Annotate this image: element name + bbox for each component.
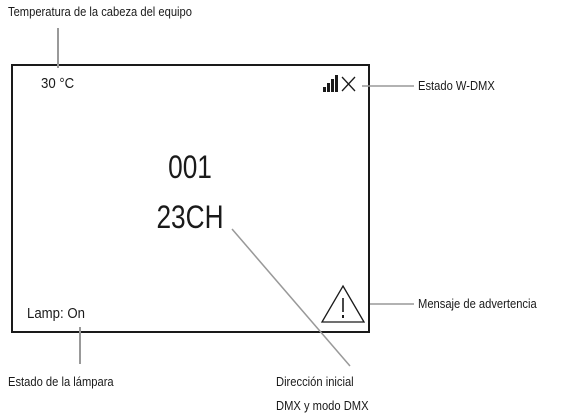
signal-bar-3 bbox=[331, 79, 334, 92]
callout-dmx-address-line2: DMX y modo DMX bbox=[276, 398, 369, 413]
signal-bar-1 bbox=[323, 87, 326, 92]
signal-bar-2 bbox=[327, 83, 330, 92]
callout-lamp-status: Estado de la lámpara bbox=[8, 374, 114, 389]
warning-triangle-icon bbox=[320, 284, 366, 323]
callout-warning-message: Mensaje de advertencia bbox=[418, 296, 537, 311]
dmx-mode-readout: 23CH bbox=[156, 199, 224, 235]
display-screen: 30 °C 001 23CH Lamp: On bbox=[11, 64, 370, 333]
dmx-address-readout: 001 bbox=[168, 149, 212, 185]
callout-wdmx-status: Estado W-DMX bbox=[418, 78, 495, 93]
lamp-status-readout: Lamp: On bbox=[27, 305, 85, 322]
signal-bar-4 bbox=[335, 75, 338, 92]
callout-head-temperature: Temperatura de la cabeza del equipo bbox=[8, 4, 192, 19]
x-mark-stroke-2 bbox=[341, 76, 356, 92]
head-temperature-readout: 30 °C bbox=[41, 75, 75, 92]
callout-dmx-address-line1: Dirección inicial bbox=[276, 374, 354, 389]
wdmx-signal-icon bbox=[323, 75, 356, 92]
warning-triangle-outline bbox=[320, 284, 366, 323]
leader-dmx-address bbox=[231, 228, 351, 367]
warning-exclamation-dot bbox=[342, 315, 344, 318]
